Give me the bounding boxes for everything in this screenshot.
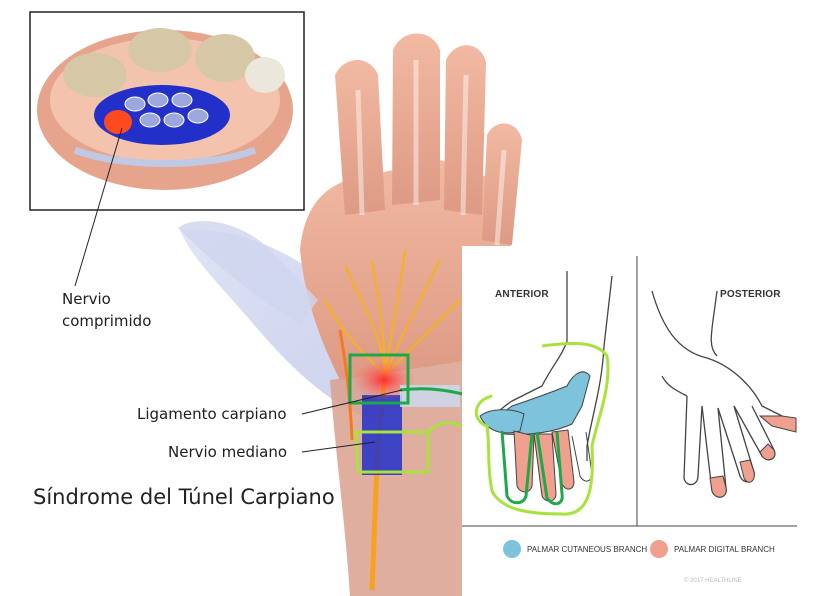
label-ligamento-carpiano: Ligamento carpiano xyxy=(137,405,287,423)
anterior-thumb-blue xyxy=(479,409,525,434)
posterior-fingertips-digital xyxy=(709,415,797,498)
anterior-fingers-digital xyxy=(513,429,575,502)
finger-bones xyxy=(355,60,507,246)
label-nervio-comprimido-line2: comprimido xyxy=(62,312,152,330)
legend-swatch-blue xyxy=(503,540,521,558)
middle-finger xyxy=(392,33,440,205)
diagram-title: Síndrome del Túnel Carpiano xyxy=(33,485,335,509)
little-finger xyxy=(482,123,522,245)
anterior-little-finger xyxy=(571,431,593,482)
legend-swatch-salmon xyxy=(650,540,668,558)
ring-finger xyxy=(444,45,486,216)
dermatome-panel: ANTERIOR POSTERIOR PALMAR CUTANEOUS BRAN… xyxy=(462,246,797,596)
label-nervio-comprimido: Nervio comprimido xyxy=(62,288,151,332)
legend-label-cutaneous: PALMAR CUTANEOUS BRANCH xyxy=(527,544,648,554)
copyright-text: © 2017 HEALTHLINE xyxy=(684,578,742,584)
forearm-shape xyxy=(180,229,385,420)
view-posterior-label: POSTERIOR xyxy=(720,289,781,300)
legend-palmar-cutaneous: PALMAR CUTANEOUS BRANCH xyxy=(503,540,647,558)
index-finger xyxy=(335,60,385,215)
leader-lines xyxy=(74,127,403,453)
legend-palmar-digital: PALMAR DIGITAL BRANCH xyxy=(650,540,775,558)
tunnel-blue xyxy=(362,395,402,475)
posterior-hand xyxy=(651,290,783,498)
view-anterior-label: ANTERIOR xyxy=(495,289,549,300)
hand-outlines xyxy=(462,256,797,527)
thumb xyxy=(178,221,318,325)
cross-section-inset xyxy=(29,11,305,211)
legend-label-digital: PALMAR DIGITAL BRANCH xyxy=(674,544,775,554)
label-nervio-mediano: Nervio mediano xyxy=(168,443,288,461)
panel-highlight-scribbles xyxy=(474,341,610,516)
hand-palm xyxy=(300,160,514,380)
label-nervio-comprimido-line1: Nervio xyxy=(62,290,111,308)
radial-nerve xyxy=(338,329,354,441)
